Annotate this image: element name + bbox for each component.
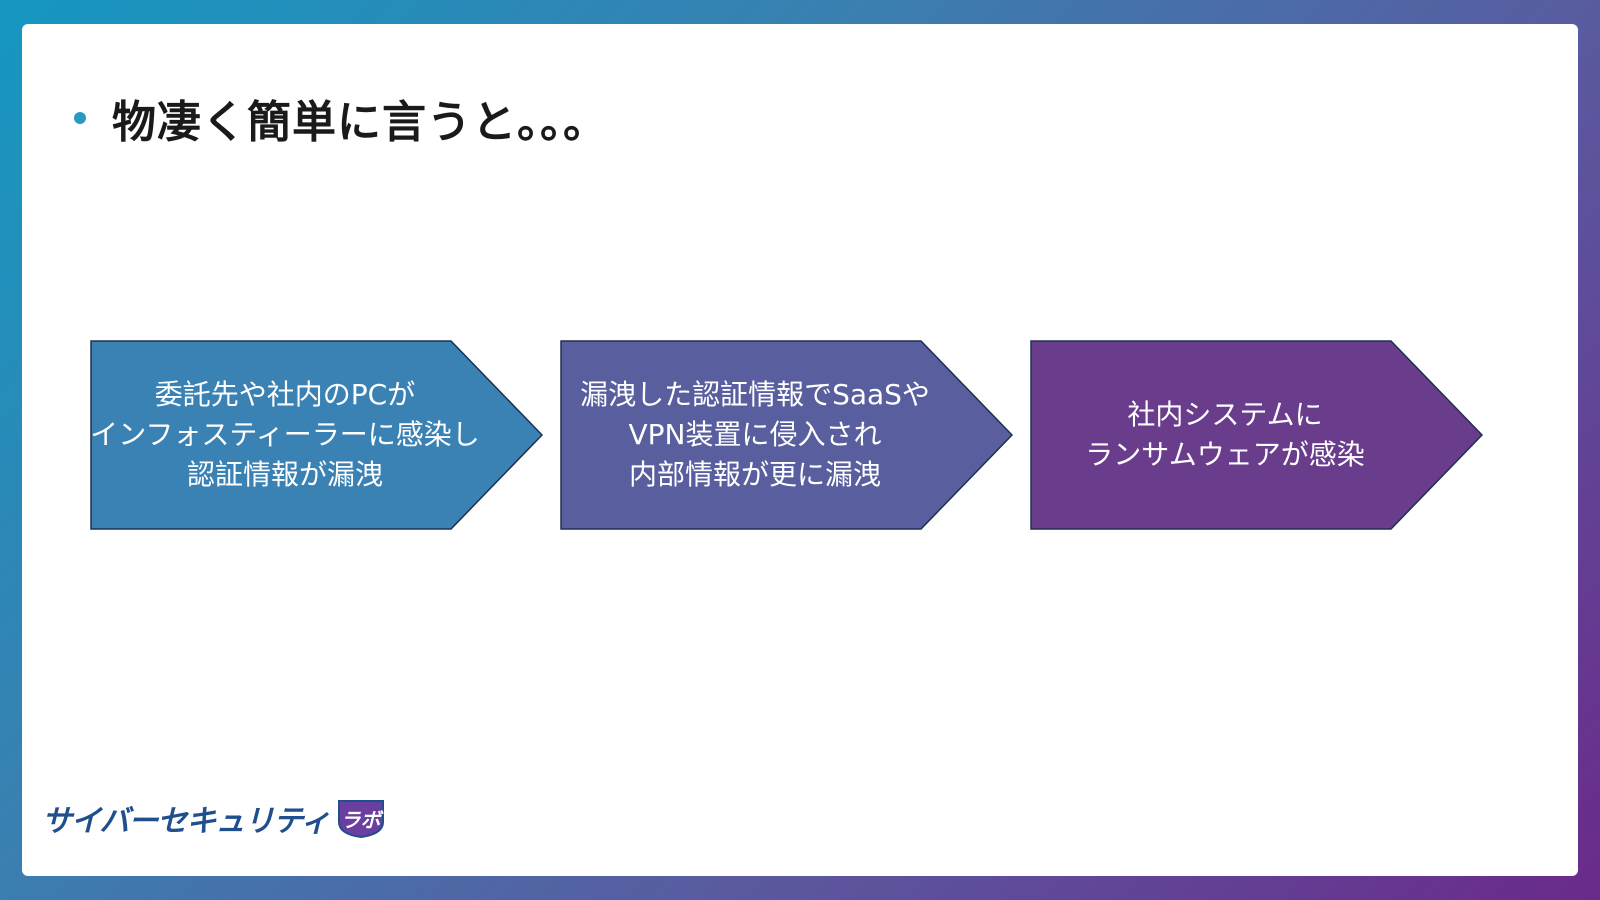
logo-text: サイバーセキュリティ	[42, 804, 331, 839]
chevron-arrow-shape	[560, 340, 1014, 530]
flow-step-3: 社内システムに ランサムウェアが感染	[1030, 340, 1490, 530]
bullet-icon	[74, 112, 86, 124]
flow-step-2: 漏洩した認証情報でSaaSや VPN装置に侵入され 内部情報が更に漏洩	[560, 340, 1020, 530]
slide-title: 物凄く簡単に言うと。。。	[112, 97, 608, 148]
flow-step-3-text: 社内システムに ランサムウェアが感染	[1085, 398, 1365, 471]
chevron-arrow-shape	[90, 340, 544, 530]
slide: 物凄く簡単に言うと。。。 委託先や社内のPCが インフォスティーラーに感染し 認…	[22, 24, 1578, 876]
flow-step-2-text: 漏洩した認証情報でSaaSや VPN装置に侵入され 内部情報が更に漏洩	[580, 378, 930, 491]
flow-step-1-text: 委託先や社内のPCが インフォスティーラーに感染し 認証情報が漏洩	[90, 378, 480, 491]
process-flow: 委託先や社内のPCが インフォスティーラーに感染し 認証情報が漏洩 漏洩した認証…	[90, 340, 1510, 530]
chevron-arrow-shape	[1030, 340, 1484, 530]
title-row: 物凄く簡単に言うと。。。	[74, 86, 608, 150]
brand-logo: サイバーセキュリティ ラボ	[42, 796, 386, 840]
shield-badge-icon	[337, 800, 384, 838]
flow-step-1: 委託先や社内のPCが インフォスティーラーに感染し 認証情報が漏洩	[90, 340, 550, 530]
logo-badge: ラボ	[336, 798, 386, 838]
logo-badge-text: ラボ	[340, 807, 381, 832]
